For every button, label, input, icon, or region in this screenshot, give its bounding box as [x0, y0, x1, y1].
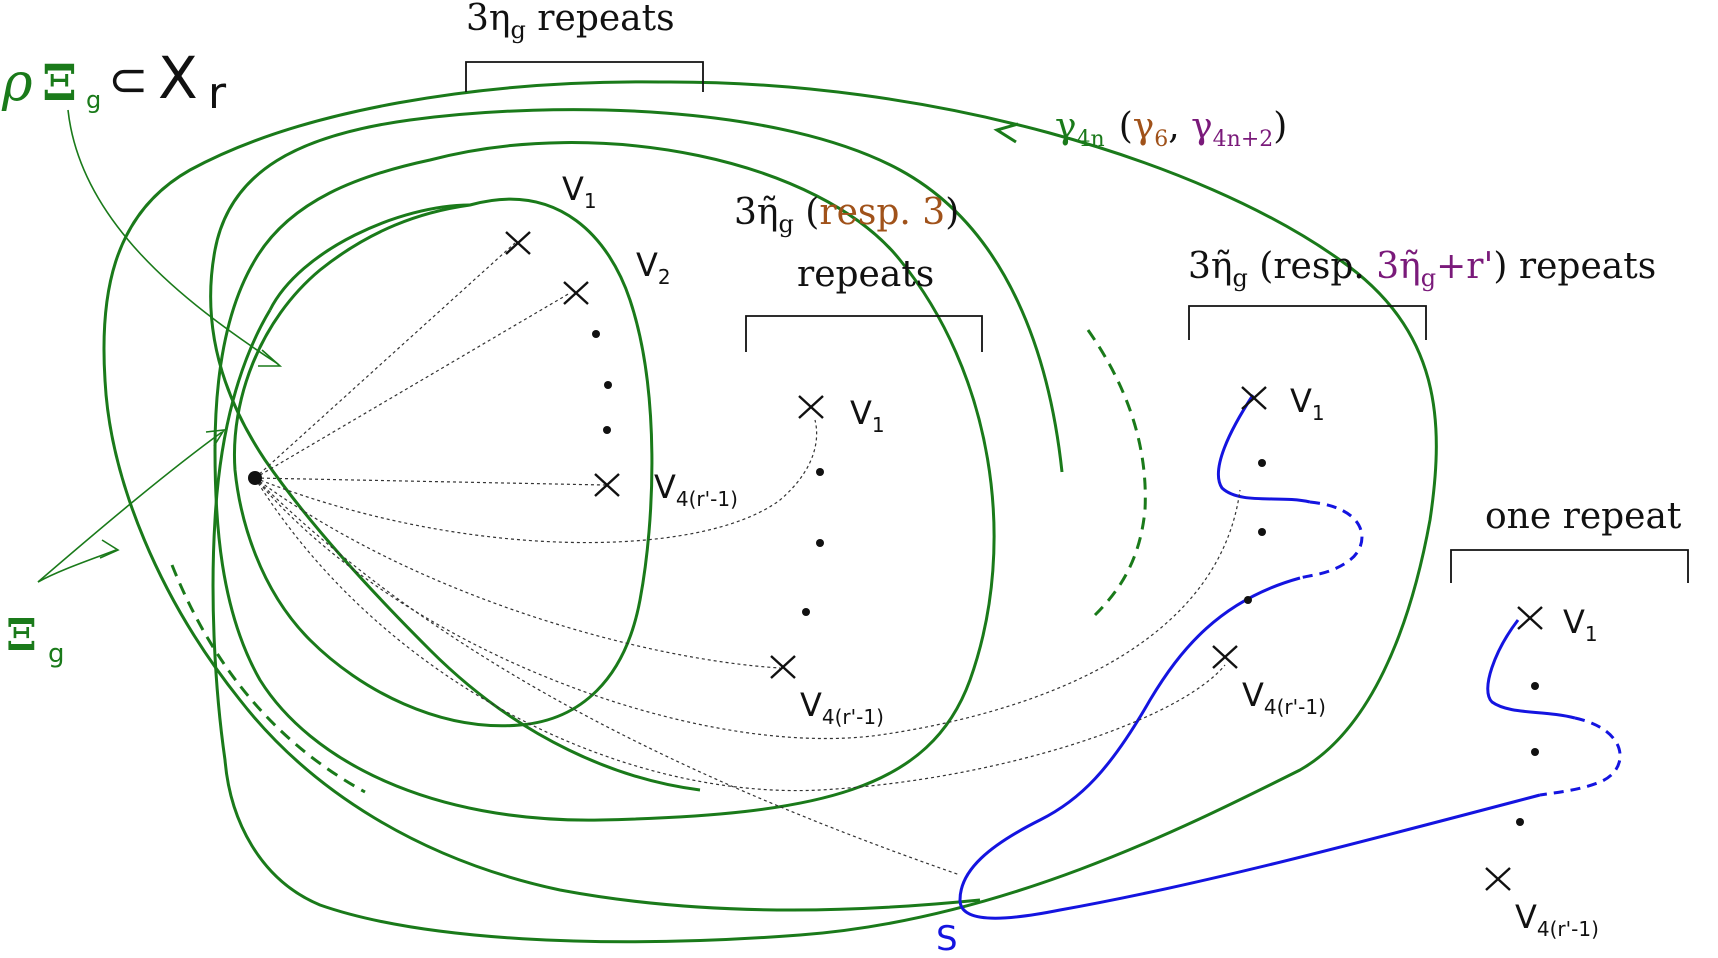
top-label-arrow-head	[258, 349, 283, 367]
bracket-2	[745, 315, 983, 352]
inner-loop	[232, 197, 654, 728]
top-X: X	[158, 44, 198, 112]
xi-arrow-1-head	[205, 429, 226, 447]
cross-g1-v2	[563, 281, 589, 305]
cross-g4-vlast	[1485, 867, 1511, 891]
g1-v1-label: V1	[562, 170, 597, 213]
cross-g2-v1	[798, 395, 824, 419]
cross-g3-v1	[1241, 386, 1267, 410]
top-xi: Ξ	[42, 53, 77, 112]
g3-v1-label: V1	[1290, 382, 1325, 425]
g2-v1-label: V1	[850, 394, 885, 437]
base-point	[248, 471, 262, 485]
loop-bridge	[268, 203, 471, 311]
ellipsis-dots	[592, 330, 1539, 826]
xi-arrow-2-head	[99, 539, 120, 559]
outermost-loop	[102, 80, 981, 912]
outer-loop-gamma	[211, 80, 1438, 944]
third-loop-right	[1086, 329, 1147, 617]
blue-path-dash1	[1299, 500, 1364, 580]
blue-path-main	[1216, 394, 1311, 504]
cross-g2-vlast	[770, 655, 796, 679]
g4-v1-label: V1	[1563, 603, 1598, 646]
bracket-4-label: one repeat	[1485, 496, 1682, 537]
third-loop-left-dash	[170, 564, 366, 794]
bracket-3	[1188, 305, 1427, 340]
blue-path-right	[1486, 619, 1576, 720]
bracket-4	[1450, 549, 1689, 583]
bracket-1-label: 3ηg repeats	[466, 0, 675, 44]
g2-vlast-label: V4(r'-1)	[800, 686, 884, 729]
cross-g3-vlast	[1212, 645, 1238, 669]
top-label-arrow	[67, 109, 279, 365]
third-loop-open	[209, 108, 1064, 792]
gamma-arrow-icon	[993, 122, 1019, 144]
g3-vlast-label: V4(r'-1)	[1242, 676, 1326, 719]
top-subset: ⊂	[108, 52, 148, 108]
bracket-1	[465, 61, 704, 92]
g1-vlast-label: V4(r'-1)	[654, 468, 738, 511]
dotted-connectors	[254, 242, 1241, 876]
top-rho: ρ	[1, 53, 33, 113]
cross-g4-v1	[1517, 606, 1543, 630]
gamma-label: γ4n(γ6, γ4n+2)	[1055, 106, 1287, 152]
g1-v2-label: V2	[636, 246, 671, 289]
top-xi-sub: g	[86, 86, 101, 114]
xi-arrow-2	[37, 549, 117, 583]
xi-label: Ξ	[6, 610, 37, 661]
blue-path-lower	[958, 576, 1541, 920]
bracket-2-label-line2: repeats	[797, 254, 934, 295]
bracket-3-label: 3η̃g (resp. 3η̃g+r') repeats	[1188, 246, 1656, 292]
xi-arrow-1	[37, 431, 223, 583]
cross-g1-vlast	[594, 473, 620, 497]
xi-label-sub: g	[48, 639, 65, 669]
g4-vlast-label: V4(r'-1)	[1515, 898, 1599, 941]
bracket-2-label-line1: 3η̃g (resp. 3)	[734, 192, 959, 238]
second-loop	[213, 141, 996, 822]
blue-path-right-dash	[1539, 716, 1622, 797]
top-X-sub: r	[208, 68, 227, 119]
s-label: S	[936, 919, 958, 958]
cross-g1-v1	[505, 231, 531, 255]
